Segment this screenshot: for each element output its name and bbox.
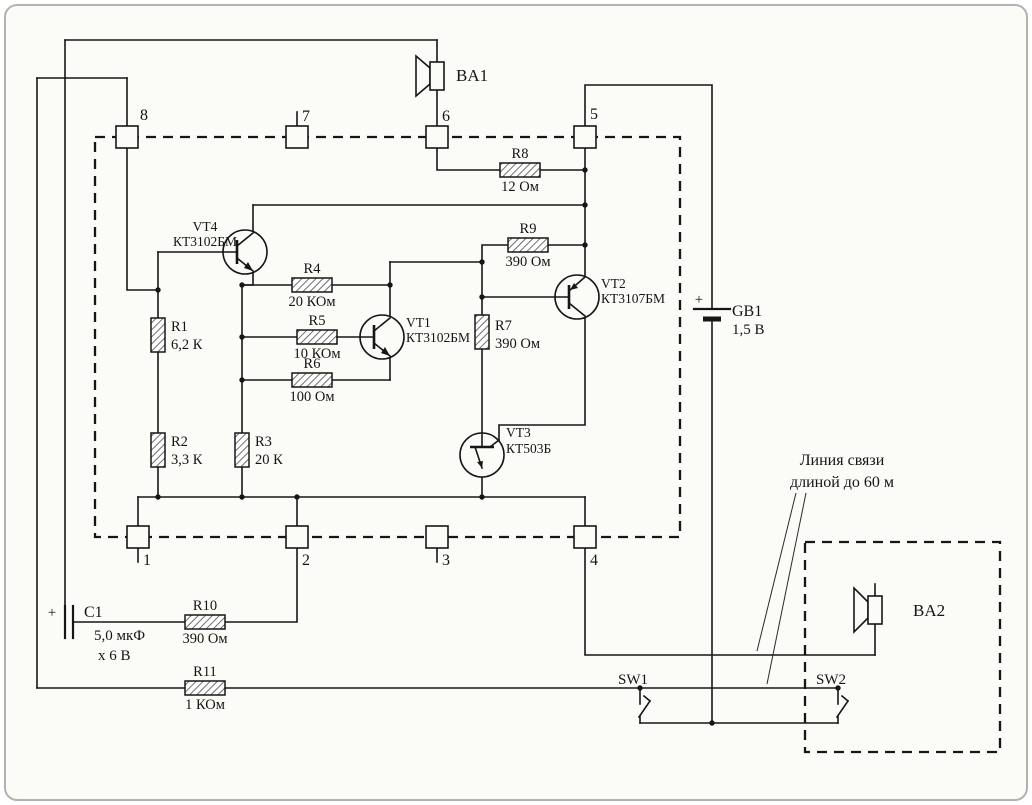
r3-ref: R3 xyxy=(255,434,272,450)
r1-value: 6,2 К xyxy=(171,337,203,353)
junction-dots xyxy=(155,167,841,726)
r2-value: 3,3 К xyxy=(171,452,203,468)
vt2-ref: VT2 xyxy=(601,276,626,291)
r9-value: 390 Ом xyxy=(505,254,550,270)
r8-value: 12 Ом xyxy=(501,179,539,195)
gb1-ref: GB1 xyxy=(732,303,762,320)
resistor-r10 xyxy=(184,614,226,630)
resistor-r1 xyxy=(150,317,166,353)
terminal-8 xyxy=(115,125,139,149)
terminal-6 xyxy=(425,125,449,149)
r10-value: 390 Ом xyxy=(182,631,227,647)
transistor-vt3 xyxy=(459,432,505,478)
terminal-7 xyxy=(285,125,309,149)
terminal-6-label: 6 xyxy=(442,108,450,125)
resistor-r8 xyxy=(499,162,541,178)
page-frame xyxy=(4,4,1028,801)
capacitor-c1 xyxy=(63,604,75,640)
terminal-5-label: 5 xyxy=(590,106,598,123)
terminal-3-label: 3 xyxy=(442,552,450,569)
switch-sw2 xyxy=(835,694,850,719)
resistor-r4 xyxy=(291,277,333,293)
gb1-polarity: + xyxy=(695,292,703,308)
resistor-r7 xyxy=(474,314,490,350)
r9-ref: R9 xyxy=(520,221,537,237)
resistor-r6 xyxy=(291,372,333,388)
terminal-4-label: 4 xyxy=(590,552,598,569)
ba1-label: BA1 xyxy=(456,66,488,85)
r6-value: 100 Ом xyxy=(289,389,334,405)
vt1-part: КТ3102БМ xyxy=(406,330,470,345)
terminal-8-label: 8 xyxy=(140,107,148,124)
r6-ref: R6 xyxy=(304,356,321,372)
speaker-ba2 xyxy=(853,586,883,634)
terminal-4 xyxy=(573,525,597,549)
resistor-r3 xyxy=(234,432,250,468)
c1-rating: х 6 В xyxy=(98,648,131,664)
resistor-r2 xyxy=(150,432,166,468)
r3-value: 20 К xyxy=(255,452,283,468)
resistor-r5 xyxy=(296,329,338,345)
vt2-part: КТ3107БМ xyxy=(601,291,665,306)
wires xyxy=(36,39,876,724)
c1-value: 5,0 мкФ xyxy=(94,628,145,644)
r11-ref: R11 xyxy=(193,664,217,680)
terminal-2 xyxy=(285,525,309,549)
main-unit-dashed-box xyxy=(93,135,682,539)
vt3-part: КТ503Б xyxy=(506,441,551,456)
terminal-blocks xyxy=(115,125,597,549)
labels: 8 7 6 5 1 2 3 4 BA1 BA2 R8 12 Ом R9 390 … xyxy=(48,66,945,713)
terminal-2-label: 2 xyxy=(302,552,310,569)
r2-ref: R2 xyxy=(171,434,188,450)
communication-line-annotation-line1: Линия связи xyxy=(800,452,885,469)
sw1-label: SW1 xyxy=(618,672,648,688)
communication-line-leaders xyxy=(756,492,807,685)
battery-gb1 xyxy=(692,307,732,322)
r5-ref: R5 xyxy=(309,313,326,329)
terminal-1-label: 1 xyxy=(143,552,151,569)
switch-sw1 xyxy=(637,694,652,719)
r4-value: 20 КОм xyxy=(288,294,335,310)
resistor-r11 xyxy=(184,680,226,696)
r4-ref: R4 xyxy=(304,261,322,277)
r8-ref: R8 xyxy=(512,146,529,162)
vt4-ref: VT4 xyxy=(193,219,218,234)
vt1-ref: VT1 xyxy=(406,315,431,330)
ba2-label: BA2 xyxy=(913,601,945,620)
c1-polarity: + xyxy=(48,605,56,621)
terminal-3 xyxy=(425,525,449,549)
c1-ref: С1 xyxy=(84,604,103,621)
transistor-vt2 xyxy=(481,274,600,320)
sw2-label: SW2 xyxy=(816,672,846,688)
r10-ref: R10 xyxy=(193,598,217,614)
communication-line-annotation-line2: длиной до 60 м xyxy=(790,474,894,491)
r1-ref: R1 xyxy=(171,319,188,335)
terminal-5 xyxy=(573,125,597,149)
transistor-vt1 xyxy=(336,314,405,360)
terminal-1 xyxy=(126,525,150,549)
r7-value: 390 Ом xyxy=(495,336,540,352)
r7-ref: R7 xyxy=(495,318,512,334)
r5-value: 10 КОм xyxy=(293,346,340,362)
remote-unit-dashed-box xyxy=(803,540,1002,754)
speaker-ba1 xyxy=(415,54,445,98)
r11-value: 1 КОм xyxy=(185,697,225,713)
resistor-r9 xyxy=(507,237,549,253)
gb1-value: 1,5 В xyxy=(732,322,765,338)
transistor-vt4 xyxy=(157,229,268,275)
vt4-part: КТ3102БМ xyxy=(173,234,237,249)
terminal-7-label: 7 xyxy=(302,108,310,125)
vt3-ref: VT3 xyxy=(506,425,531,440)
